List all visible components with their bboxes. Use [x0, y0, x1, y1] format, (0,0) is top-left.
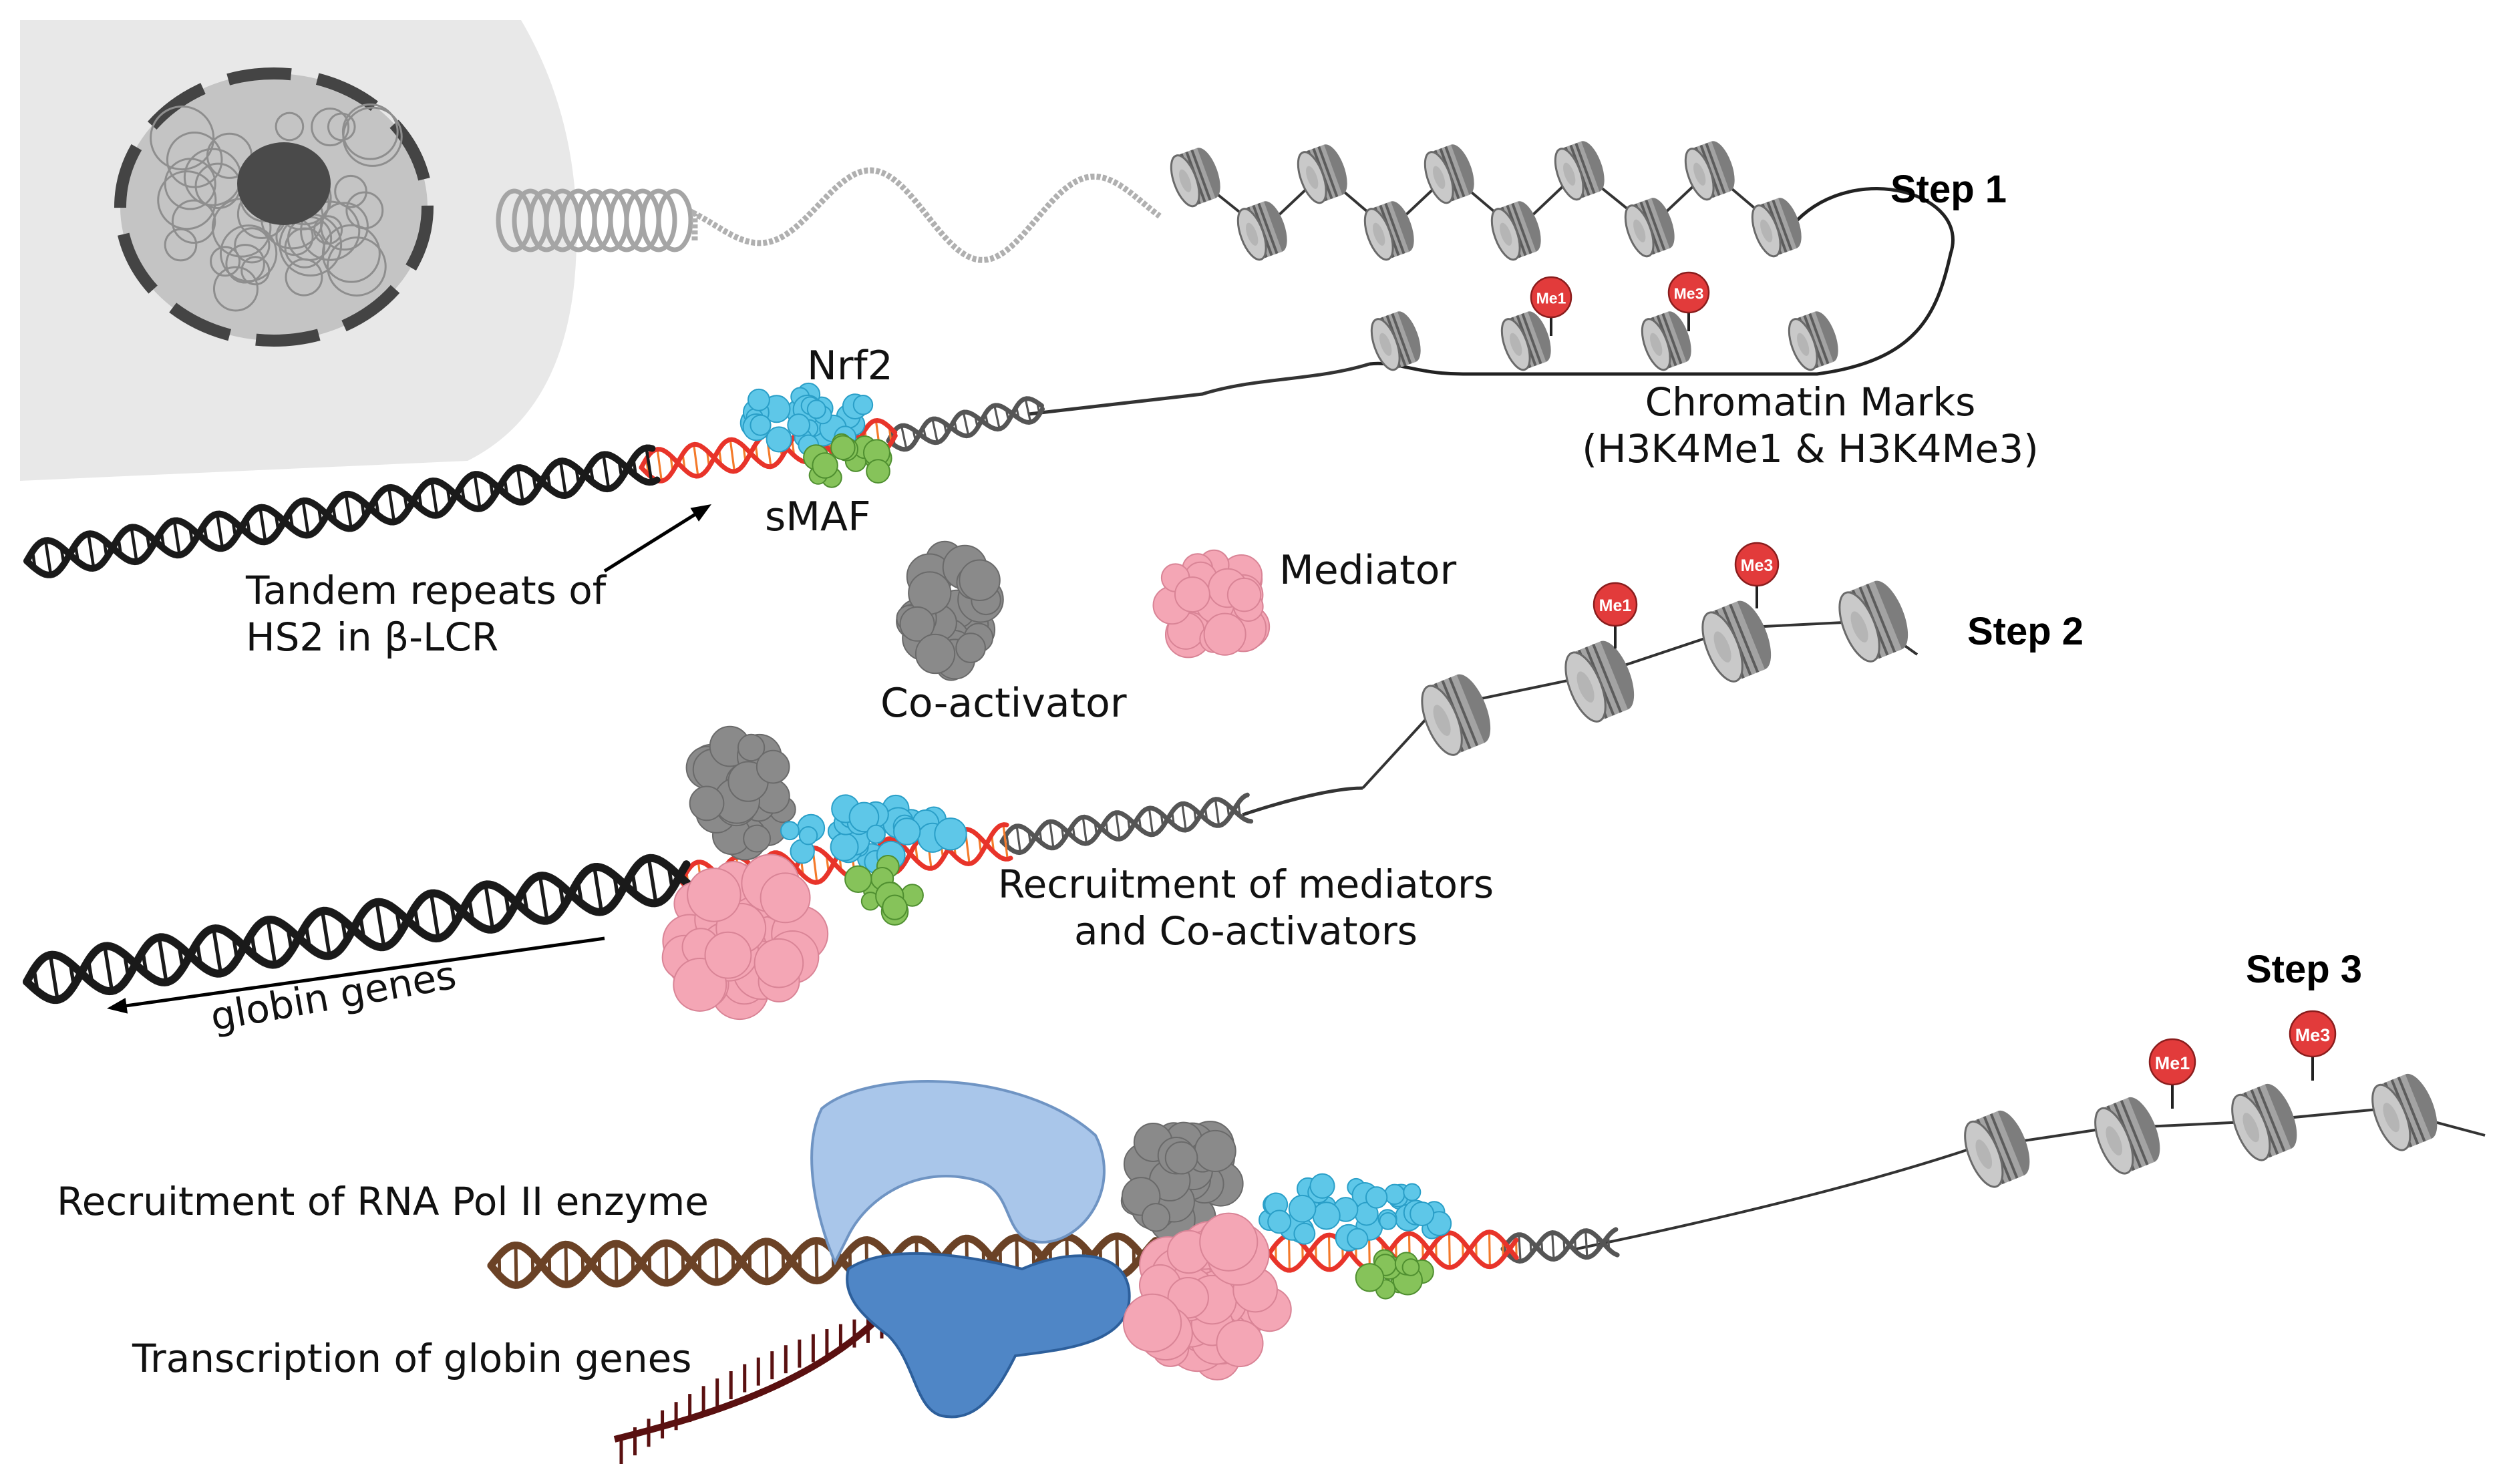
dna-step2-gray [1002, 795, 1251, 852]
pol-ii-lower [847, 1254, 1130, 1417]
coactivator-step2 [687, 727, 796, 860]
mediator-label: Mediator [1279, 546, 1456, 594]
linker-dna [1029, 364, 1369, 414]
recruitment-polii-label: Recruitment of RNA Pol II enzyme [57, 1179, 709, 1226]
nucleosome [1232, 198, 1293, 263]
nucleosome [1784, 308, 1844, 373]
chromatin-marks-label: Chromatin Marks (H3K4Me1 & H3K4Me3) [1543, 379, 2077, 472]
nucleosome [1747, 194, 1808, 260]
mark-me1: Me1 [2150, 1039, 2195, 1109]
smaf-step2 [845, 856, 923, 925]
nucleosome [1414, 669, 1499, 761]
step-2-label: Step 2 [1967, 609, 2084, 654]
mark-me3: Me3 [2290, 1011, 2335, 1081]
transcription-label: Transcription of globin genes [132, 1336, 692, 1382]
chromatin-marks-line2: (H3K4Me1 & H3K4Me3) [1543, 426, 2077, 473]
nucleosome [1550, 138, 1611, 203]
recruitment-mediators-line1: Recruitment of mediators [955, 862, 1536, 908]
dna-step3-gray [1503, 1230, 1617, 1262]
recruitment-mediators-line2: and Co-activators [955, 908, 1536, 955]
linker-dna [1242, 788, 1363, 815]
nucleosome [2365, 1069, 2445, 1155]
linker-dna [1576, 1109, 2485, 1249]
nucleosome [1558, 636, 1643, 727]
nucleosome [1832, 576, 1917, 667]
mark-me1: Me1 [1594, 583, 1637, 648]
step-3-label: Step 3 [2246, 947, 2362, 992]
nucleosome [2224, 1079, 2305, 1165]
chromatin-fiber [695, 170, 1160, 260]
chromatin-coil [498, 170, 1160, 260]
nucleosome [1957, 1105, 2037, 1191]
nucleosome [1486, 198, 1547, 263]
nucleosome [2088, 1092, 2168, 1178]
step3-chromatin [1576, 1109, 2485, 1249]
step1-chromatin [1029, 170, 1953, 414]
dna-step1-gray [888, 399, 1043, 449]
nucleosome [1166, 144, 1226, 210]
mark-text: Me3 [2295, 1025, 2331, 1045]
mark-text: Me3 [1674, 285, 1704, 303]
nucleosome [1680, 138, 1741, 203]
nucleosome [1620, 194, 1681, 260]
tandem-repeats-line2: HS2 in β-LCR [246, 614, 606, 661]
mark-me3: Me3 [1735, 543, 1778, 608]
nucleolus [237, 142, 331, 225]
pol-ii-upper [812, 1081, 1104, 1262]
tandem-repeats-line1: Tandem repeats of [246, 568, 606, 614]
smaf-label: sMAF [765, 493, 871, 541]
mediator-step3 [1124, 1214, 1291, 1380]
nucleosome [1359, 198, 1420, 263]
nucleosome [1420, 141, 1480, 206]
mediator-free [1153, 550, 1269, 658]
nucleosome [1695, 596, 1780, 687]
mark-text: Me1 [1536, 290, 1566, 307]
coactivator-label: Co-activator [880, 679, 1127, 727]
coactivator-free [896, 542, 1003, 681]
nucleosome [1293, 141, 1353, 206]
tandem-repeats-arrow [605, 504, 711, 571]
tandem-repeats-label: Tandem repeats of HS2 in β-LCR [246, 568, 606, 661]
rna-transcript [615, 1309, 888, 1464]
mark-text: Me3 [1741, 556, 1774, 575]
recruitment-mediators-label: Recruitment of mediators and Co-activato… [955, 862, 1536, 954]
mark-text: Me1 [2155, 1053, 2190, 1073]
chromatin-marks-line1: Chromatin Marks [1543, 379, 2077, 426]
nucleus [120, 73, 428, 341]
nrf2-label: Nrf2 [807, 342, 893, 390]
mark-text: Me1 [1599, 596, 1632, 615]
step-1-label: Step 1 [1890, 167, 2007, 212]
